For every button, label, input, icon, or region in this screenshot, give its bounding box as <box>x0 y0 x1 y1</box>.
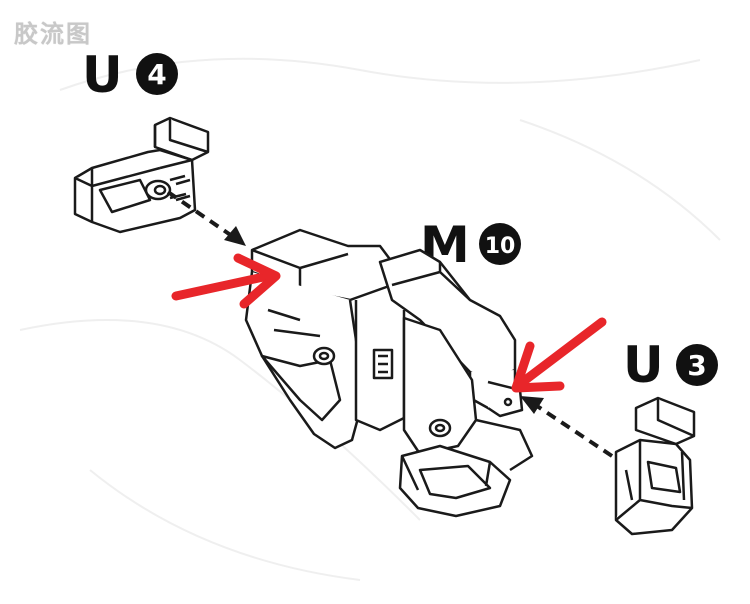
label-u3-number: 3 <box>687 349 706 382</box>
label-u4: U 4 <box>82 46 178 104</box>
watermark: 胶流图 <box>14 20 92 48</box>
label-m10: M 10 <box>420 216 521 274</box>
label-u4-letter: U <box>82 46 123 104</box>
label-u4-badge <box>136 53 178 95</box>
label-u3-letter: U <box>623 336 664 394</box>
red-arrow-right <box>511 317 607 393</box>
label-m10-number: 10 <box>485 234 516 259</box>
label-m10-badge <box>479 223 521 265</box>
guide-u3-to-m <box>520 396 614 458</box>
label-u3-badge <box>676 344 718 386</box>
guide-u4-to-m <box>166 190 246 246</box>
part-m10 <box>244 228 534 518</box>
red-arrow-left <box>171 253 281 309</box>
label-u3: U 3 <box>623 336 718 394</box>
label-u4-number: 4 <box>147 58 166 91</box>
part-u3 <box>614 396 696 536</box>
part-u4 <box>73 116 210 234</box>
